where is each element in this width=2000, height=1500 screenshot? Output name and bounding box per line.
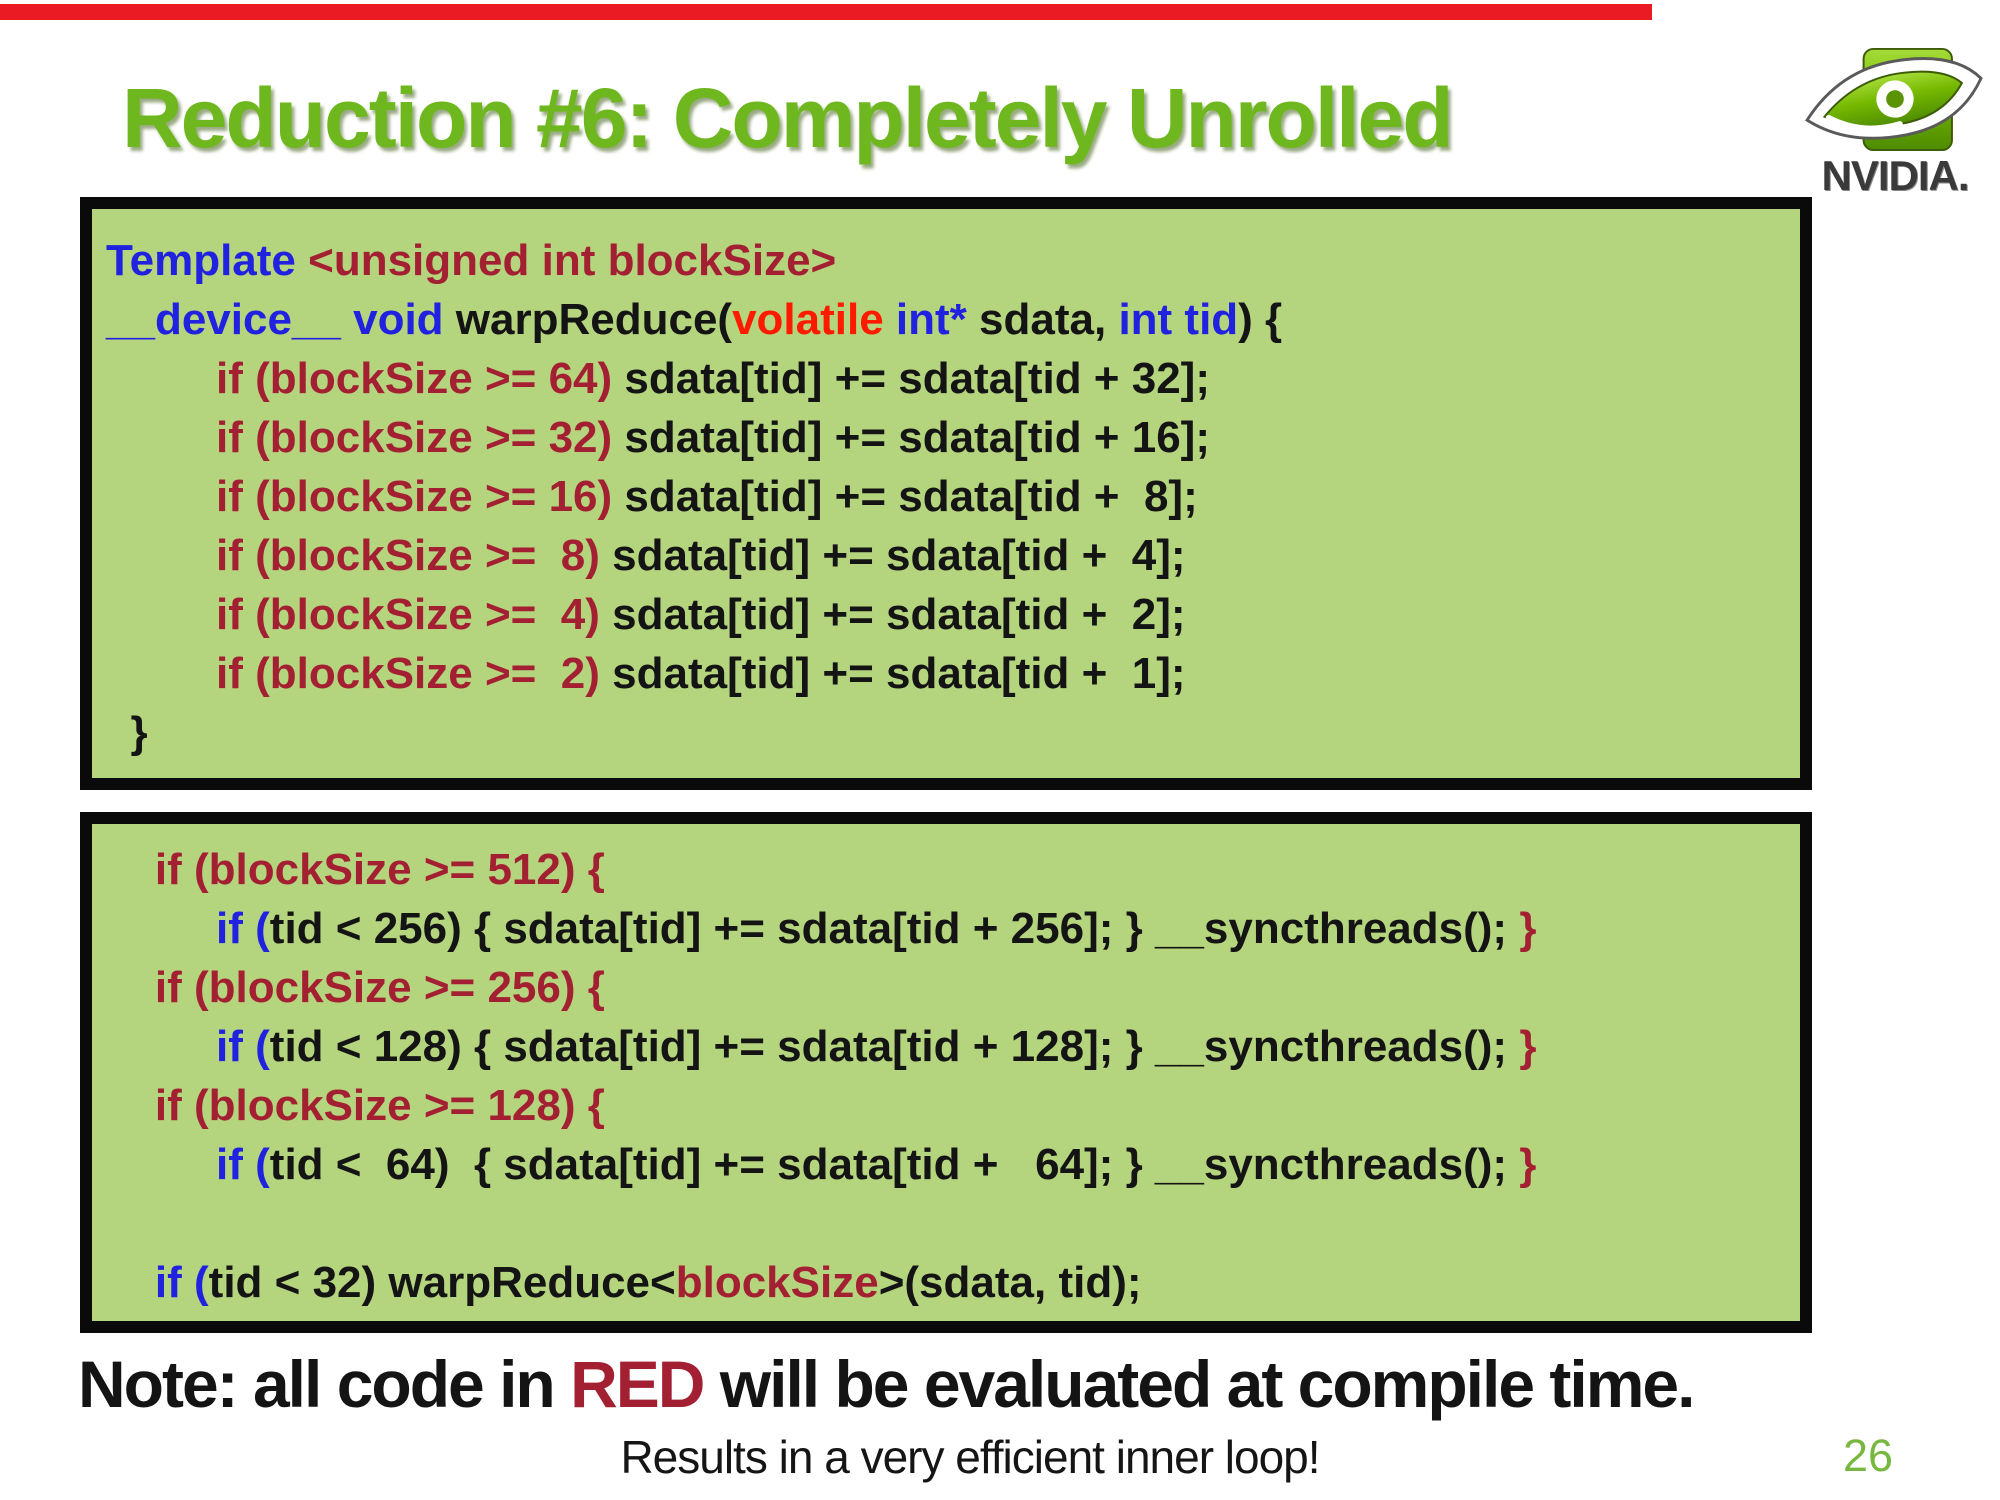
code-line [106,1194,1794,1253]
code-line: if (blockSize >= 512) { [106,845,605,894]
code-line: if (blockSize >= 4) sdata[tid] += sdata[… [106,590,1186,639]
nvidia-logo: NVIDIA. [1795,46,1995,199]
code-line: if (blockSize >= 64) sdata[tid] += sdata… [106,354,1210,403]
code-line: Template <unsigned int blockSize> [106,236,837,285]
code-line: if (blockSize >= 16) sdata[tid] += sdata… [106,472,1198,521]
code-line: } [106,708,148,757]
code-line: if (blockSize >= 32) sdata[tid] += sdata… [106,413,1210,462]
code-line: if (blockSize >= 2) sdata[tid] += sdata[… [106,649,1186,698]
code-line: if (tid < 256) { sdata[tid] += sdata[tid… [216,904,1537,953]
code-line: if (blockSize >= 256) { [106,963,605,1012]
footer-caption: Results in a very efficient inner loop! [620,1431,1320,1483]
page-title: Reduction #6: Completely Unrolled [122,71,1454,165]
top-red-bar [0,4,1652,20]
nvidia-wordmark: NVIDIA. [1821,152,1969,199]
slide-page-number: 26 [1843,1430,1894,1481]
code-block-warpreduce: Template <unsigned int blockSize> __devic… [80,197,1812,790]
code-line: if (tid < 128) { sdata[tid] += sdata[tid… [216,1022,1537,1071]
code-block-unrolled: if (blockSize >= 512) { if (tid < 256) {… [80,812,1812,1333]
code-line: if (tid < 32) warpReduce<blockSize>(sdat… [154,1258,1142,1307]
compile-time-note: Note: all code in RED will be evaluated … [78,1346,1958,1422]
code-line: __device__ void warpReduce(volatile int*… [106,295,1283,344]
note-suffix: will be evaluated at compile time. [703,1347,1696,1421]
code-line: if (blockSize >= 128) { [106,1081,605,1130]
code-line: if (blockSize >= 8) sdata[tid] += sdata[… [106,531,1186,580]
code-line: if (tid < 64) { sdata[tid] += sdata[tid … [216,1140,1537,1189]
note-red-word: RED [570,1347,705,1421]
nvidia-eye-icon [1805,47,1983,152]
note-prefix: Note: all code in [78,1347,571,1421]
